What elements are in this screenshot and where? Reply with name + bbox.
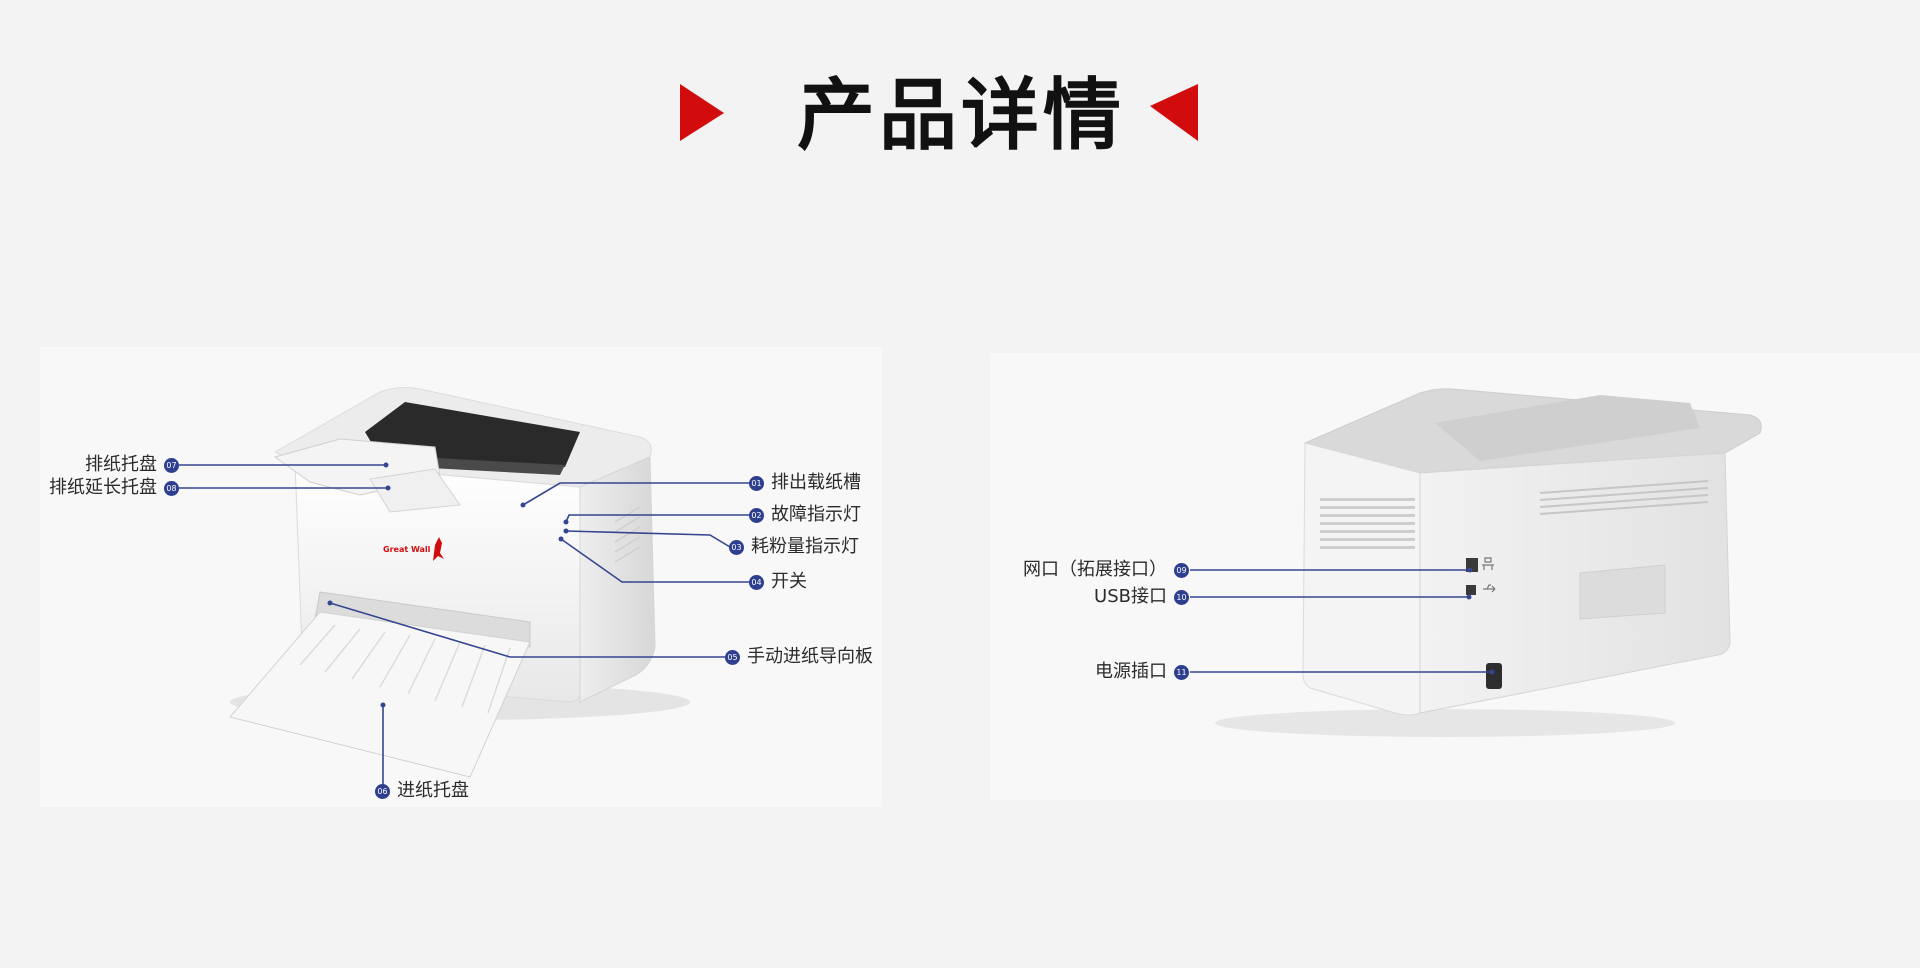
callout-label: 排出载纸槽 — [771, 472, 861, 493]
red-triangle-right-icon — [680, 84, 724, 141]
callout-label: 排纸延长托盘 — [49, 477, 157, 498]
front-callout-lines — [179, 462, 750, 790]
callout-exit-tray: 排纸托盘 07 — [85, 454, 179, 476]
callout-label: 网口（拓展接口） — [1023, 559, 1167, 580]
brand-horse-icon — [433, 537, 444, 561]
page-title: 产品详情 — [797, 71, 1126, 161]
usb-icon — [1483, 584, 1496, 593]
callout-number-badge: 04 — [749, 574, 764, 590]
callout-number-badge: 05 — [725, 649, 740, 665]
printer-rear-illustration — [1215, 388, 1762, 737]
callout-number-badge: 02 — [749, 507, 764, 523]
callout-number-badge: 06 — [375, 783, 390, 799]
callout-error-light: 02 故障指示灯 — [749, 504, 861, 526]
callout-network-port: 网口（拓展接口） 09 — [1023, 559, 1189, 581]
callout-number-badge: 03 — [729, 539, 744, 555]
callout-label: 开关 — [771, 571, 807, 592]
usb-port — [1466, 585, 1476, 595]
callout-label: 手动进纸导向板 — [747, 646, 873, 667]
callout-power-socket: 电源插口 11 — [1095, 661, 1189, 683]
callout-manual-feed-guide: 05 手动进纸导向板 — [725, 646, 873, 668]
callout-number-badge: 09 — [1174, 562, 1189, 578]
callout-label: USB接口 — [1094, 586, 1167, 607]
callout-label: 耗粉量指示灯 — [751, 536, 859, 557]
callout-label: 进纸托盘 — [397, 780, 469, 801]
callout-input-tray: 06 进纸托盘 — [375, 780, 469, 802]
header-section: 产品详情 — [0, 0, 1920, 200]
callout-number-badge: 08 — [164, 480, 179, 496]
brand-logo: Great Wall — [383, 545, 431, 554]
callout-label: 排纸托盘 — [85, 454, 157, 475]
printer-front-illustration: Great Wall — [229, 387, 690, 778]
callout-number-badge: 11 — [1174, 664, 1189, 680]
front-view-panel: Great Wall 排纸托盘 07 排纸延长托盘 08 — [40, 347, 882, 807]
callout-number-badge: 10 — [1174, 589, 1189, 605]
network-icon — [1482, 557, 1494, 570]
callout-exit-tray-extension: 排纸延长托盘 08 — [49, 477, 179, 499]
rear-view-panel: 网口（拓展接口） 09 USB接口 10 电源插口 11 — [990, 353, 1920, 800]
callout-label: 故障指示灯 — [771, 504, 861, 525]
callout-number-badge: 07 — [164, 457, 179, 473]
red-triangle-left-icon — [1150, 84, 1198, 141]
callout-power-switch: 04 开关 — [749, 571, 807, 593]
rear-callout-lines — [1190, 567, 1495, 675]
callout-output-slot: 01 排出载纸槽 — [749, 472, 861, 494]
power-socket — [1486, 663, 1502, 689]
callout-toner-light: 03 耗粉量指示灯 — [729, 536, 859, 558]
callout-number-badge: 01 — [749, 475, 764, 491]
callout-usb-port: USB接口 10 — [1094, 586, 1189, 608]
callout-label: 电源插口 — [1095, 661, 1167, 682]
